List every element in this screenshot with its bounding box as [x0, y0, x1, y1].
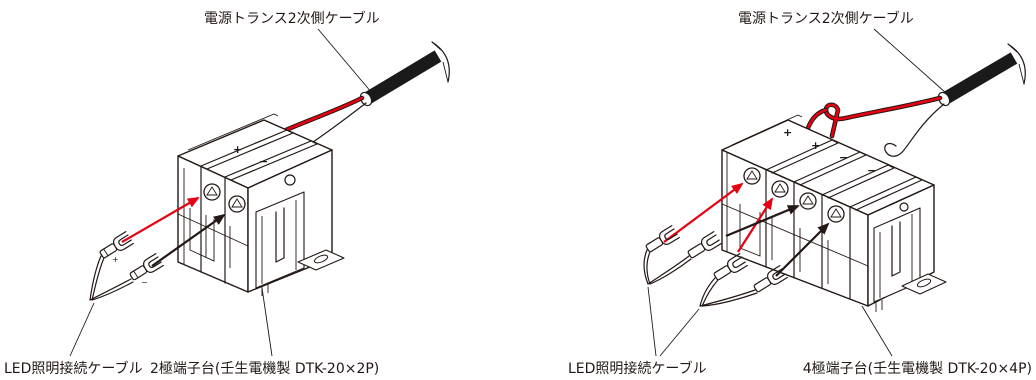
- left-transformer-cable: [359, 41, 450, 107]
- block-mounting-foot: [261, 249, 345, 296]
- right-red-arrow-1: [663, 182, 744, 243]
- left-led-cable-leader: [69, 302, 95, 357]
- right-led-cable-leader-2: [659, 308, 700, 357]
- right-assembly: 電源トランス2次側ケーブル: [568, 10, 1032, 377]
- spade-terminal-plus: [99, 230, 134, 259]
- left-led-cable-label: LED照明接続ケーブル: [4, 360, 143, 377]
- terminal-mark-minus: −: [141, 278, 148, 287]
- polarity-mark-minus: −: [259, 155, 268, 168]
- spade-terminal-minus: [129, 252, 164, 281]
- left-transformer-cable-label: 電源トランス2次側ケーブル: [204, 10, 380, 27]
- spade-terminal-2: [687, 230, 722, 259]
- right-terminal-block-label: 4極端子台(壬生電機製 DTK-20×4P): [803, 361, 1032, 377]
- screw-terminal-1: [743, 167, 761, 185]
- polarity-mark-minus-2: −: [867, 164, 876, 177]
- right-black-wire: [884, 103, 945, 157]
- left-terminal-block-leader: [261, 287, 273, 357]
- right-transformer-cable-leader: [873, 28, 947, 94]
- left-terminal-block-label: 2極端子台(壬生電機製 DTK-20×2P): [150, 361, 379, 377]
- left-transformer-cable-leader: [317, 28, 373, 94]
- right-transformer-cable: [937, 43, 1026, 107]
- screw-terminal-2: [771, 180, 789, 198]
- block-side-cover: [255, 174, 305, 289]
- right-transformer-cable-label: 電源トランス2次側ケーブル: [738, 10, 914, 27]
- right-black-arrow-1: [725, 204, 800, 238]
- right-red-arrow-2: [737, 197, 774, 253]
- screw-terminal-2: [228, 195, 246, 213]
- terminal-block-2p: + −: [177, 113, 345, 296]
- block-mounting-foot: [875, 273, 947, 312]
- terminal-mark-plus: +: [112, 255, 119, 264]
- spade-terminal-4: [753, 264, 788, 293]
- polarity-mark-plus-1: +: [783, 126, 792, 139]
- right-led-cables: [643, 224, 788, 307]
- spade-terminal-1: [645, 224, 680, 253]
- screw-terminal-4: [827, 205, 845, 223]
- polarity-mark-minus-1: −: [839, 151, 848, 164]
- right-terminal-block-leader: [861, 305, 893, 357]
- terminal-block-4p: + + − −: [721, 114, 947, 312]
- right-led-cable-leader-1: [647, 286, 657, 357]
- left-assembly: 電源トランス2次側ケーブル: [4, 10, 450, 377]
- polarity-mark-plus-2: +: [811, 139, 820, 152]
- right-black-arrow-2: [775, 222, 830, 277]
- left-red-arrow: [121, 196, 200, 243]
- right-red-wires: [805, 95, 943, 139]
- screw-terminal-3: [799, 192, 817, 210]
- polarity-mark-plus: +: [233, 143, 242, 156]
- screw-terminal-1: [203, 183, 221, 201]
- left-led-cable: + −: [89, 230, 164, 301]
- spade-terminal-3: [713, 252, 748, 281]
- right-led-cable-label: LED照明接続ケーブル: [568, 360, 707, 377]
- left-black-arrow: [151, 213, 226, 267]
